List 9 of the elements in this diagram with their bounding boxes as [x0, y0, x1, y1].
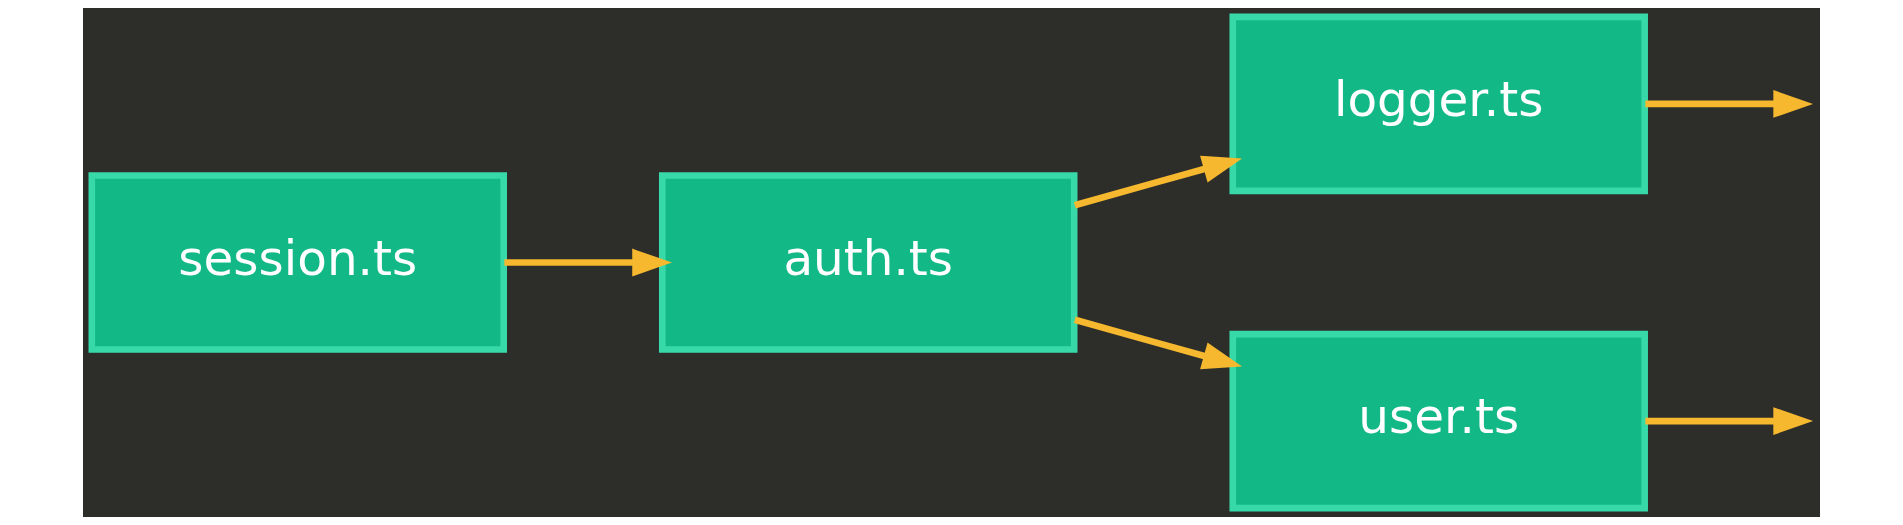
arrow — [1645, 90, 1814, 118]
arrow — [1073, 155, 1243, 209]
node-box: user.ts — [1229, 330, 1648, 512]
arrow — [504, 248, 672, 277]
arrow — [1645, 407, 1814, 435]
node-box: auth.ts — [659, 172, 1078, 353]
node-box: logger.ts — [1229, 13, 1648, 195]
arrow — [1073, 316, 1243, 370]
node-box: session.ts — [88, 172, 507, 353]
